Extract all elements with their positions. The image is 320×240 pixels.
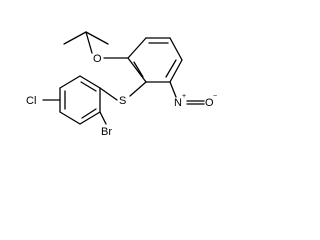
bond-isopropyl-ch3-right — [85, 31, 109, 45]
chemical-structure-diagram: O S N + O − Cl Br — [26, 31, 217, 138]
atom-sulfur: S — [119, 95, 126, 107]
atom-nitrogen: N — [174, 97, 182, 109]
bond-sulfur-ring — [99, 87, 118, 101]
atom-chlorine: Cl — [26, 95, 36, 107]
bond-isopropyl-ch3-left — [63, 31, 87, 45]
bond-isopropyl-ch-oxygen — [85, 31, 93, 54]
halophenyl-ring — [59, 75, 101, 125]
atom-bromine: Br — [101, 126, 112, 138]
atom-nitro-oxygen: O — [205, 97, 214, 109]
bond-ring-sulfur — [129, 81, 147, 97]
oxygen-minus-charge: − — [213, 93, 217, 100]
bond-ring-nitro — [169, 81, 177, 98]
bond-ring-bromine — [99, 111, 107, 125]
structure-canvas: O S N + O − Cl Br — [0, 0, 225, 161]
nitrophenyl-ring — [127, 37, 183, 83]
nitrogen-plus-charge: + — [182, 93, 186, 100]
atom-oxygen-ether: O — [93, 53, 102, 65]
